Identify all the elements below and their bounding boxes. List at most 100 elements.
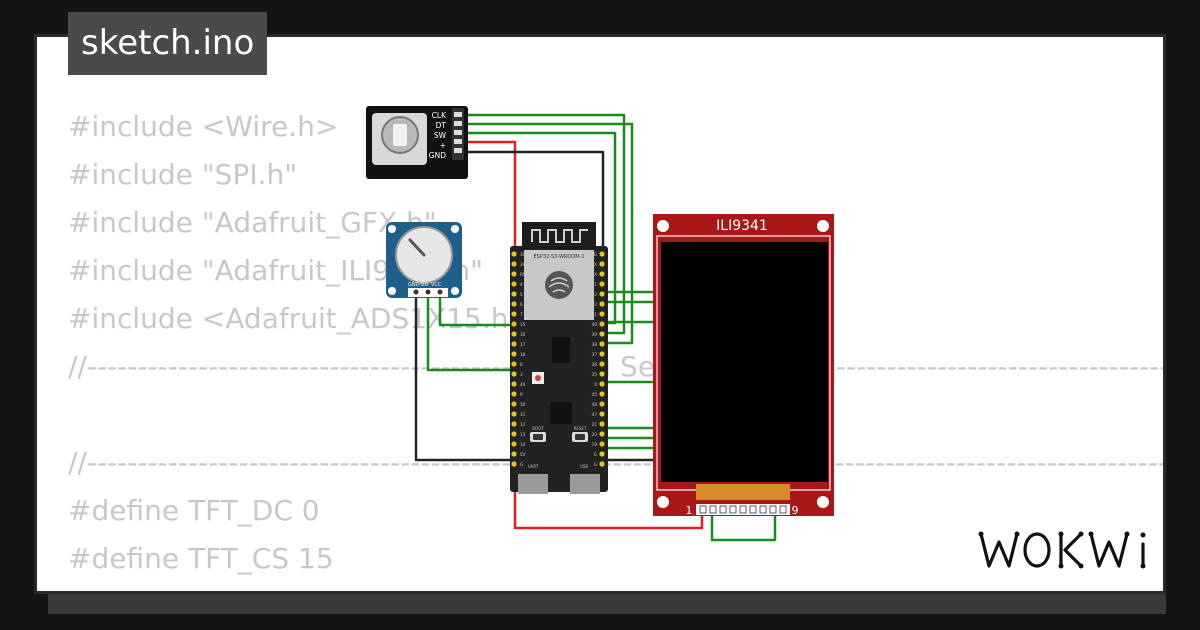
display-pin xyxy=(709,505,717,514)
esp32-pin-label: 8 xyxy=(520,362,523,367)
display-pin xyxy=(749,505,757,514)
esp32-pin xyxy=(599,401,605,407)
esp32-pin xyxy=(599,341,605,347)
esp32-pin-label: 47 xyxy=(592,412,598,417)
display-pin xyxy=(719,505,727,514)
esp32-pin xyxy=(599,451,605,457)
esp32-pin xyxy=(599,441,605,447)
encoder-pin-label: GND xyxy=(429,151,446,160)
esp32-pin-label: 14 xyxy=(520,442,526,447)
esp32-pin xyxy=(599,361,605,367)
esp32-pin xyxy=(511,281,517,287)
esp32-pin-label: 3 xyxy=(520,372,523,377)
esp32-pin xyxy=(599,251,605,257)
esp32-pin-label: 11 xyxy=(520,412,526,417)
esp32-pin-label: 3V3 xyxy=(520,252,529,257)
display-pin-end: 9 xyxy=(792,504,799,517)
code-line: #include "SPI.h" xyxy=(68,158,298,191)
esp32-pin-label: 17 xyxy=(520,342,526,347)
esp32-pin xyxy=(599,371,605,377)
esp32-usb-label: USB xyxy=(580,464,588,469)
esp32-pin-label: 16 xyxy=(520,332,526,337)
esp32-pin xyxy=(511,441,517,447)
esp32-pin xyxy=(599,281,605,287)
esp32-pin-label: G xyxy=(594,452,597,457)
display-pin xyxy=(729,505,737,514)
pot-pin-label: VCC xyxy=(431,282,442,288)
esp32-pin xyxy=(511,261,517,267)
esp32-pin-label: 5V xyxy=(520,452,526,457)
esp32-pin xyxy=(599,411,605,417)
espressif-logo-icon xyxy=(545,271,573,299)
esp32-pin-label: 2 xyxy=(594,292,597,297)
esp32-pin xyxy=(599,351,605,357)
display-title: ILI9341 xyxy=(716,218,768,234)
code-line: #define TFT_CS 15 xyxy=(68,542,334,575)
esp32-pin xyxy=(511,451,517,457)
wire-tft-loop xyxy=(710,514,777,542)
esp32-pin xyxy=(511,371,517,377)
encoder-pin-label: CLK xyxy=(432,111,447,120)
esp32-pin xyxy=(599,431,605,437)
display-pin xyxy=(739,505,747,514)
display-pins xyxy=(699,505,787,514)
esp32-pin xyxy=(599,271,605,277)
esp32-pin xyxy=(599,421,605,427)
file-tab[interactable]: sketch.ino xyxy=(68,12,268,75)
esp32-pin xyxy=(511,381,517,387)
esp32-pin-label: 13 xyxy=(520,432,526,437)
esp32-pin-label: 20 xyxy=(592,432,598,437)
esp32-pin xyxy=(599,391,605,397)
esp32-pin xyxy=(599,321,605,327)
esp32-pin xyxy=(511,421,517,427)
pot-pin-label: GND xyxy=(408,282,420,288)
esp32-button-label: RESET xyxy=(574,426,587,431)
esp32-pin xyxy=(599,381,605,387)
esp32-pin-label: 6 xyxy=(520,302,523,307)
display-screen xyxy=(661,242,828,482)
esp32-s3-board[interactable]: ESP32-S3-WROOM-1 BOOT RESET UART USB 3V3… xyxy=(510,222,608,494)
display-pin xyxy=(779,505,787,514)
esp32-pin-label: 21 xyxy=(592,422,598,427)
esp32-pin xyxy=(511,341,517,347)
display-pin xyxy=(769,505,777,514)
esp32-pin xyxy=(511,461,517,467)
ili9341-display[interactable]: ILI9341 1 9 xyxy=(653,214,834,517)
wire-pot-vcc xyxy=(438,296,514,327)
display-pin xyxy=(699,505,707,514)
esp32-pin xyxy=(511,311,517,317)
wire-encoder-dt xyxy=(462,122,634,345)
esp32-pin-label: G xyxy=(594,462,597,467)
esp32-pin-label: G xyxy=(594,252,597,257)
code-line: #include <Wire.h> xyxy=(68,110,339,143)
esp32-button-label: BOOT xyxy=(532,426,544,431)
esp32-pin xyxy=(511,271,517,277)
esp32-pin xyxy=(511,391,517,397)
encoder-pin-label: DT xyxy=(436,121,447,130)
esp32-pin xyxy=(511,411,517,417)
rotary-encoder[interactable]: CLK DT SW + GND xyxy=(366,106,468,179)
code-line: #include <Adafruit_ADS1X15.h> xyxy=(68,302,532,335)
wire-encoder-clk xyxy=(462,113,626,335)
esp32-pin-label: 5 xyxy=(520,292,523,297)
esp32-pin-label: 41 xyxy=(592,312,598,317)
esp32-pin-label: 12 xyxy=(520,422,526,427)
esp32-pin-label: 4 xyxy=(520,282,523,287)
esp32-pin-label: 42 xyxy=(592,302,598,307)
wire-encoder-vcc xyxy=(462,140,704,530)
esp32-pin xyxy=(599,261,605,267)
esp32-pin xyxy=(511,361,517,367)
potentiometer[interactable]: GND SIG VCC xyxy=(386,222,462,298)
esp32-pin-label: 19 xyxy=(592,442,598,447)
esp32-module-label: ESP32-S3-WROOM-1 xyxy=(533,254,584,260)
esp32-pin-label: 38 xyxy=(592,342,598,347)
code-line: #define TFT_SDA 13 xyxy=(68,583,1163,591)
code-line: //--------------------------------------… xyxy=(68,446,1166,479)
wire-pot-sig xyxy=(426,296,514,372)
esp32-pin-label: 3V3 xyxy=(520,262,529,267)
esp32-pin-label: 0 xyxy=(594,382,597,387)
esp32-pin-label: RX xyxy=(591,272,597,277)
esp32-pin xyxy=(511,431,517,437)
esp32-pin-label: 35 xyxy=(592,372,598,377)
